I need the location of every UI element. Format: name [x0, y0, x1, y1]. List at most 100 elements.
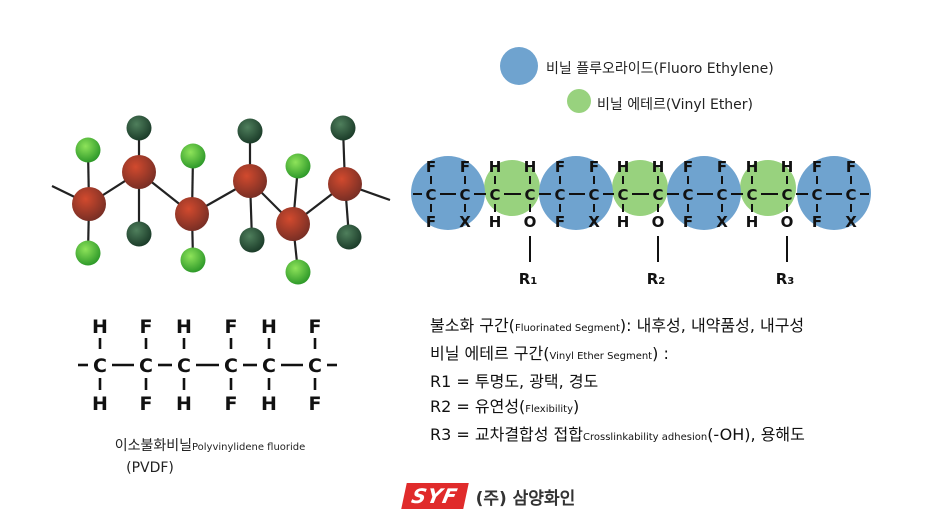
pvdf-atom-bottom: H	[261, 393, 277, 415]
r-group-label: R3	[776, 270, 795, 288]
pvdf-atom-top: H	[92, 316, 108, 338]
vinyl-ether-circle	[740, 160, 796, 216]
formula-atom-bottom: O	[781, 213, 794, 231]
formula-atom-top: H	[652, 158, 665, 176]
formula-atom-top: H	[617, 158, 630, 176]
formula-atom-bottom: F	[426, 213, 436, 231]
hydrogen-atom	[330, 115, 356, 141]
hydrogen-atom	[126, 221, 152, 247]
hydrogen-atom	[336, 224, 362, 250]
formula-atom-bottom: X	[459, 213, 471, 231]
formula-atom-carbon: C	[781, 186, 792, 204]
segment-description: 불소화 구간(Fluorinated Segment): 내후성, 내약품성, …	[430, 313, 805, 450]
legend-fluoro-ethylene: 비닐 플루오라이드(Fluoro Ethylene)	[546, 61, 774, 77]
company-logo: SYF (주) 삼양화인	[401, 483, 576, 509]
legend-blue-circle	[500, 47, 538, 85]
formula-atom-bottom: H	[489, 213, 502, 231]
formula-atom-bottom: F	[683, 213, 693, 231]
formula-atom-carbon: C	[811, 186, 822, 204]
formula-atom-carbon: C	[652, 186, 663, 204]
pvdf-atom-top: H	[176, 316, 192, 338]
r2-line: R2 = 유연성(Flexibility)	[430, 397, 580, 416]
formula-atom-bottom: F	[812, 213, 822, 231]
fluorine-atom	[285, 153, 311, 179]
r1-line: R1 = 투명도, 광택, 경도	[430, 372, 599, 391]
fluorine-atom	[180, 247, 206, 273]
fluorinated-segment-line: 불소화 구간(Fluorinated Segment): 내후성, 내약품성, …	[430, 316, 805, 335]
carbon-atom	[276, 207, 310, 241]
formula-atom-bottom: X	[845, 213, 857, 231]
fluorine-atom	[285, 259, 311, 285]
legend-green-circle	[567, 89, 591, 113]
pvdf-atom-top: F	[225, 316, 238, 338]
formula-atom-bottom: X	[588, 213, 600, 231]
formula-atom-carbon: C	[588, 186, 599, 204]
formula-atom-bottom: H	[746, 213, 759, 231]
pvdf-atom-carbon: C	[177, 355, 191, 377]
legend-vinyl-ether: 비닐 에테르(Vinyl Ether)	[597, 97, 754, 113]
fluorine-atom	[75, 137, 101, 163]
carbon-atom	[233, 164, 267, 198]
hydrogen-atom	[237, 118, 263, 144]
vinyl-ether-circle	[612, 160, 668, 216]
carbon-atom	[328, 167, 362, 201]
fluorine-atom	[180, 143, 206, 169]
formula-bonds	[413, 176, 869, 262]
formula-atom-carbon: C	[489, 186, 500, 204]
pvdf-atom-bottom: H	[176, 393, 192, 415]
formula-atom-bottom: H	[617, 213, 630, 231]
formula-atom-carbon: C	[524, 186, 535, 204]
formula-atom-top: F	[683, 158, 693, 176]
pvdf-caption: 이소불화비닐Polyvinylidene fluoride (PVDF)	[80, 436, 340, 478]
pvdf-atom-bottom: F	[309, 393, 322, 415]
carbon-atom	[122, 155, 156, 189]
carbon-atom	[72, 187, 106, 221]
formula-atom-bottom: X	[716, 213, 728, 231]
pvdf-atom-carbon: C	[93, 355, 107, 377]
pvdf-name-en: Polyvinylidene fluoride	[191, 442, 306, 453]
pvdf-atom-bottom: F	[140, 393, 153, 415]
formula-atom-top: F	[717, 158, 727, 176]
carbon-atom	[175, 197, 209, 231]
r-group-label: R1	[519, 270, 538, 288]
formula-atom-top: F	[555, 158, 565, 176]
vinyl-ether-circle	[484, 160, 540, 216]
formula-atom-top: F	[846, 158, 856, 176]
formula-atom-carbon: C	[682, 186, 693, 204]
formula-atom-carbon: C	[746, 186, 757, 204]
pvdf-ball-model	[51, 115, 391, 285]
formula-atom-carbon: C	[845, 186, 856, 204]
pvdf-name: 이소불화비닐Polyvinylidene fluoride	[80, 436, 340, 458]
formula-atom-bottom: F	[555, 213, 565, 231]
formula-atom-top: H	[746, 158, 759, 176]
vinyl-ether-segment-line: 비닐 에테르 구간(Vinyl Ether Segment) :	[430, 344, 669, 363]
pvdf-atom-top: F	[309, 316, 322, 338]
formula-atom-top: F	[589, 158, 599, 176]
company-name: (주) 삼양화인	[475, 488, 576, 509]
formula-atom-carbon: C	[617, 186, 628, 204]
formula-atom-carbon: C	[554, 186, 565, 204]
pvdf-atom-carbon: C	[224, 355, 238, 377]
pvdf-atom-carbon: C	[139, 355, 153, 377]
pvdf-abbr: (PVDF)	[126, 460, 174, 476]
pvdf-atom-top: F	[140, 316, 153, 338]
formula-atom-top: F	[460, 158, 470, 176]
hydrogen-atom	[239, 227, 265, 253]
pvdf-atom-bottom: F	[225, 393, 238, 415]
syf-logo-mark: SYF	[401, 483, 469, 509]
formula-atom-bottom: O	[652, 213, 665, 231]
pvdf-atom-top: H	[261, 316, 277, 338]
r-group-label: R2	[647, 270, 666, 288]
formula-atom-carbon: C	[459, 186, 470, 204]
pvdf-bonds	[78, 338, 337, 390]
formula-atom-top: H	[489, 158, 502, 176]
hydrogen-atom	[126, 115, 152, 141]
pvdf-atom-carbon: C	[262, 355, 276, 377]
formula-atom-top: H	[524, 158, 537, 176]
formula-atom-bottom: O	[524, 213, 537, 231]
formula-atom-top: F	[426, 158, 436, 176]
pvdf-atom-bottom: H	[92, 393, 108, 415]
